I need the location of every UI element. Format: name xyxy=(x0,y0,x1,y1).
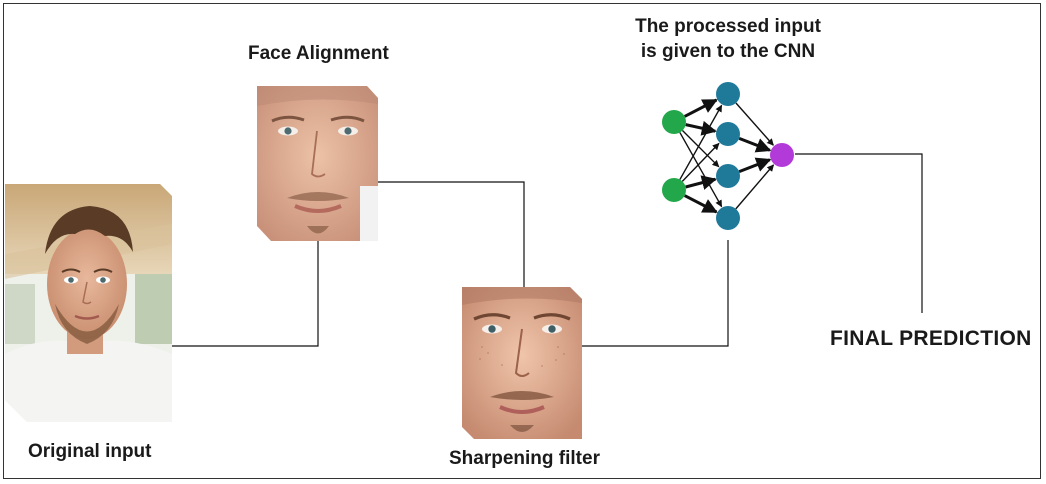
original-input-photo xyxy=(5,184,172,422)
edge-input-1-hidden-2 xyxy=(685,120,717,136)
connector-cnn-to-prediction xyxy=(795,153,923,313)
network-nodes xyxy=(662,82,794,230)
edge-hidden-4-output xyxy=(735,164,775,210)
connector-original-to-alignment xyxy=(172,240,319,347)
network-edges xyxy=(679,98,775,214)
label-cnn-line2: is given to the CNN xyxy=(640,41,816,62)
connector-alignment-to-sharpening xyxy=(378,181,525,287)
label-sharpening-filter: Sharpening filter xyxy=(449,448,600,469)
edge-hidden-3-output xyxy=(738,157,772,174)
hidden-node-3 xyxy=(716,164,740,188)
edge-input-2-hidden-3 xyxy=(685,175,717,190)
hidden-node-4 xyxy=(716,206,740,230)
edge-input-1-hidden-3 xyxy=(681,129,720,168)
aligned-face-photo xyxy=(257,86,378,241)
label-cnn-caption: The processed input is given to the CNN xyxy=(630,14,826,64)
input-node-2 xyxy=(662,178,686,202)
label-original-input: Original input xyxy=(28,441,152,462)
edge-input-1-hidden-4 xyxy=(679,132,723,208)
diagram-frame xyxy=(3,3,1041,479)
sharpened-face-photo xyxy=(462,287,582,439)
hidden-node-2 xyxy=(716,122,740,146)
edge-input-1-hidden-1 xyxy=(683,98,718,118)
label-final-prediction: FINAL PREDICTION xyxy=(830,327,1032,350)
input-node-1 xyxy=(662,110,686,134)
edge-input-2-hidden-4 xyxy=(683,194,718,214)
edge-input-2-hidden-2 xyxy=(681,142,720,182)
cnn-network-diagram xyxy=(662,82,794,230)
output-node xyxy=(770,143,794,167)
label-face-alignment: Face Alignment xyxy=(248,43,389,64)
edge-hidden-1-output xyxy=(735,102,774,146)
label-cnn-line1: The processed input xyxy=(635,16,821,37)
connector-sharpening-to-cnn xyxy=(582,240,729,347)
edge-hidden-2-output xyxy=(738,136,772,153)
edge-input-2-hidden-1 xyxy=(679,104,723,180)
hidden-node-1 xyxy=(716,82,740,106)
